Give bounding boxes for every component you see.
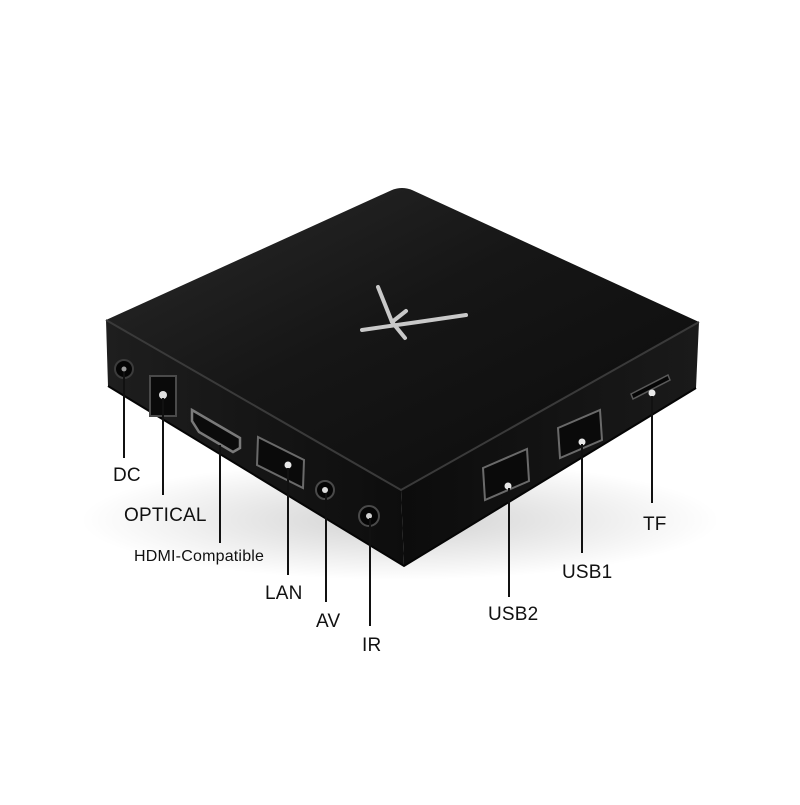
usb1-label: USB1 — [562, 562, 613, 583]
optical-label: OPTICAL — [124, 505, 207, 526]
box-bottom-edge — [107, 385, 697, 568]
usb1-port-icon — [556, 408, 604, 460]
tf-label: TF — [643, 514, 667, 535]
leader-lines — [123, 372, 653, 626]
av-label: AV — [316, 611, 341, 632]
usb2-port-icon — [481, 447, 531, 502]
dc-label: DC — [113, 465, 141, 486]
ir-label: IR — [362, 635, 382, 656]
hdmi-port-icon — [190, 407, 242, 454]
box-edge-highlight — [105, 319, 700, 492]
box-front-right-face — [401, 322, 699, 566]
lan-label: LAN — [265, 583, 303, 604]
hdmi-compatible-label: HDMI-Compatible — [134, 548, 265, 565]
box-top-face — [106, 188, 699, 490]
usb2-label: USB2 — [488, 604, 539, 625]
box-front-left-face — [106, 320, 404, 566]
brand-logo — [360, 285, 468, 340]
lan-port-icon — [255, 435, 306, 490]
tf-slot-icon — [630, 373, 671, 401]
